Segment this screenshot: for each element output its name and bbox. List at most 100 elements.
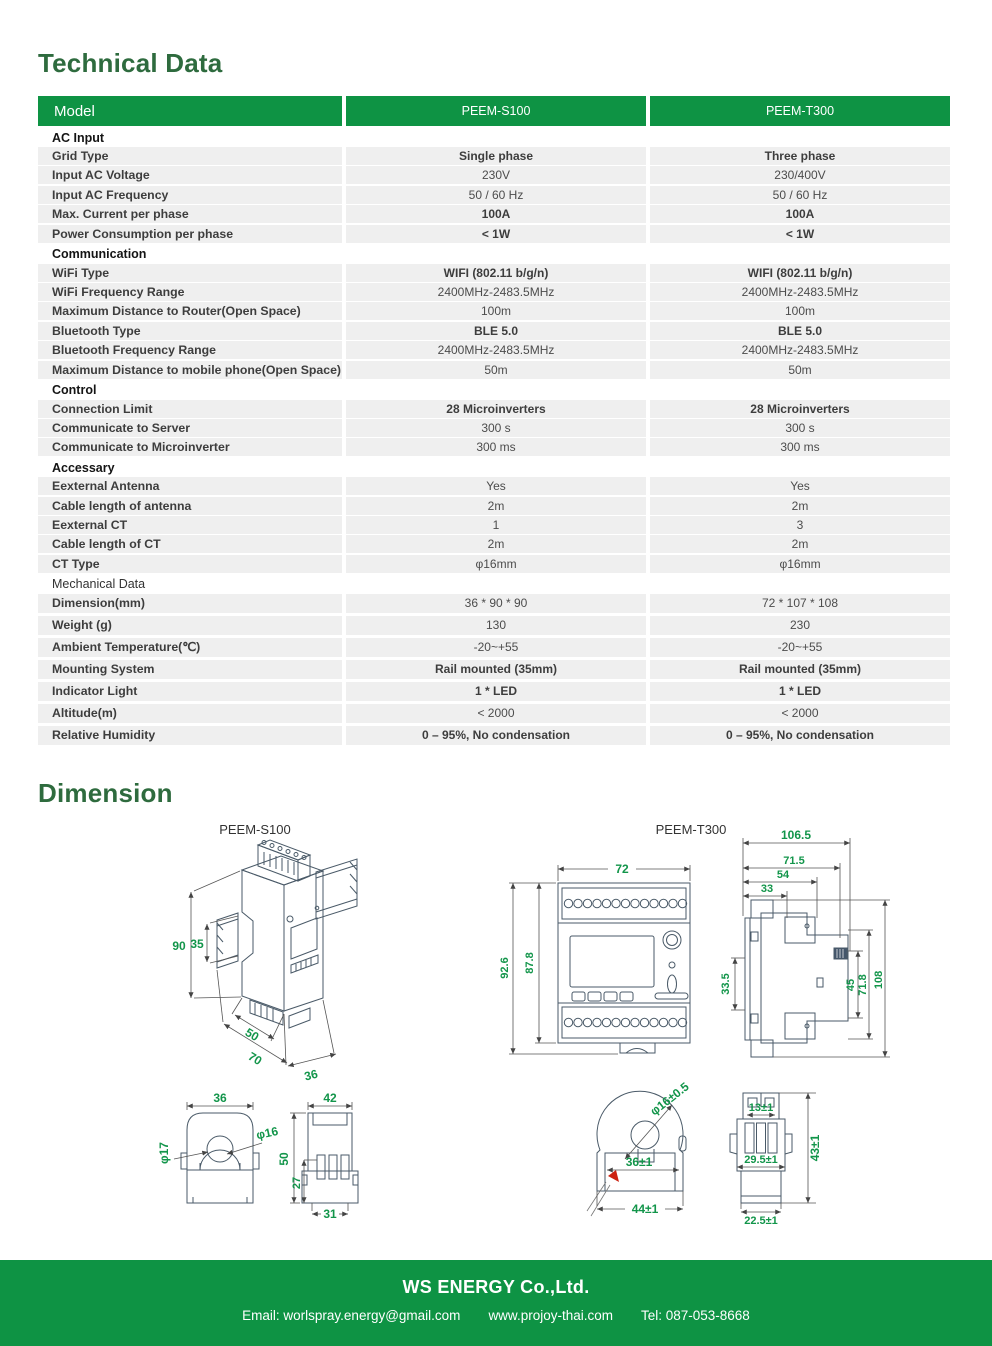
spec-table-header: Model PEEM-S100 PEEM-T300 [38, 96, 950, 126]
table-row: CT Type φ16mm φ16mm [38, 554, 950, 573]
ct-t300-dim-outer-width: 44±1 [632, 1202, 659, 1216]
table-row: Dimension(mm) 36 * 90 * 90 72 * 107 * 10… [38, 593, 950, 613]
spec-value-s100: 50m [346, 360, 646, 379]
footer-website: www.projoy-thai.com [488, 1308, 613, 1323]
spec-value-s100: 36 * 90 * 90 [346, 593, 646, 613]
t300-dim-d2: 54 [777, 869, 790, 881]
table-row: Eexternal CT 1 3 [38, 516, 950, 535]
spec-value-s100: 2400MHz-2483.5MHz [346, 282, 646, 301]
spec-value-s100: 50 / 60 Hz [346, 185, 646, 204]
technical-data-title: Technical Data [38, 48, 223, 78]
spec-value-t300: 50 / 60 Hz [650, 185, 950, 204]
spec-value-s100: 100m [346, 302, 646, 321]
company-name: WS ENERGY Co.,Ltd. [402, 1277, 590, 1297]
header-peem-s100: PEEM-S100 [346, 96, 646, 126]
s100-dim-width: 36 [303, 1067, 320, 1084]
section-title: Control [52, 383, 97, 398]
ct-wire-marker [608, 1170, 619, 1182]
t300-drawing-title: PEEM-T300 [656, 822, 727, 837]
spec-table: Model PEEM-S100 PEEM-T300 AC Input Grid … [38, 96, 950, 748]
spec-value-s100: 100A [346, 205, 646, 224]
t300-dim-d1: 71.5 [783, 855, 804, 867]
footer-tel: Tel: 087-053-8668 [640, 1308, 750, 1323]
spec-label: Maximum Distance to mobile phone(Open Sp… [38, 360, 342, 379]
spec-value-s100: 28 Microinverters [346, 399, 646, 418]
ct-s100-dim-hole1: φ17 [157, 1142, 171, 1164]
spec-value-t300: φ16mm [650, 554, 950, 573]
spec-label: Communicate to Server [38, 418, 342, 437]
table-row: Weight (g) 130 230 [38, 615, 950, 635]
table-row: Power Consumption per phase < 1W < 1W [38, 224, 950, 243]
spec-value-s100: 2m [346, 535, 646, 554]
s100-drawing-title: PEEM-S100 [219, 822, 291, 837]
spec-label: Altitude(m) [38, 703, 342, 723]
table-row: Bluetooth Type BLE 5.0 BLE 5.0 [38, 321, 950, 340]
ct-t300-drawing: φ16±0.5 36±1 44±1 13±1 29.5±1 22.5±1 43±… [586, 1079, 822, 1227]
table-row: Grid Type Single phase Three phase [38, 147, 950, 165]
spec-value-t300: BLE 5.0 [650, 321, 950, 340]
ct-t300-dim-top: 13±1 [749, 1102, 773, 1114]
spec-value-s100: -20~+55 [346, 637, 646, 657]
t300-dim-d3: 33 [761, 883, 773, 895]
ct-s100-drawing: 36 φ17 φ16 42 50 27 31 [157, 1091, 359, 1221]
spec-value-s100: 300 ms [346, 438, 646, 457]
table-row: Eexternal Antenna Yes Yes [38, 477, 950, 496]
footer-email: Email: worlspray.energy@gmail.com [242, 1308, 461, 1323]
spec-value-s100: Single phase [346, 147, 646, 165]
table-row: Cable length of antenna 2m 2m [38, 496, 950, 515]
spec-label: Dimension(mm) [38, 593, 342, 613]
section-title: Communication [52, 247, 147, 262]
spec-label: Connection Limit [38, 399, 342, 418]
spec-value-s100: 300 s [346, 418, 646, 437]
ct-t300-dim-middle: 29.5±1 [744, 1154, 778, 1166]
spec-value-t300: 230 [650, 615, 950, 635]
table-row: Mounting System Rail mounted (35mm) Rail… [38, 659, 950, 679]
spec-label: Bluetooth Frequency Range [38, 341, 342, 360]
spec-value-t300: 100A [650, 205, 950, 224]
spec-value-s100: < 1W [346, 224, 646, 243]
table-row: Maximum Distance to Router(Open Space) 1… [38, 302, 950, 321]
ct-t300-dim-height: 43±1 [808, 1134, 822, 1161]
t300-dim-total-depth: 106.5 [781, 828, 811, 842]
spec-label: Indicator Light [38, 681, 342, 701]
spec-value-t300: 230/400V [650, 166, 950, 185]
spec-value-s100: Rail mounted (35mm) [346, 659, 646, 679]
table-row: Bluetooth Frequency Range 2400MHz-2483.5… [38, 341, 950, 360]
spec-table-rows: AC Input Grid Type Single phase Three ph… [38, 128, 950, 745]
spec-value-t300: 50m [650, 360, 950, 379]
spec-label: Power Consumption per phase [38, 224, 342, 243]
section-title: Mechanical Data [52, 577, 146, 592]
table-row: Maximum Distance to mobile phone(Open Sp… [38, 360, 950, 379]
spec-label: Input AC Voltage [38, 166, 342, 185]
spec-value-t300: Yes [650, 477, 950, 496]
spec-value-t300: 0 – 95%, No condensation [650, 725, 950, 745]
spec-value-s100: 0 – 95%, No condensation [346, 725, 646, 745]
t300-dim-width: 72 [615, 862, 629, 876]
spec-value-s100: 2m [346, 496, 646, 515]
ct-s100-dim-side-width: 42 [323, 1091, 337, 1105]
spec-label: Bluetooth Type [38, 321, 342, 340]
spec-value-t300: 300 ms [650, 438, 950, 457]
spec-value-t300: 3 [650, 516, 950, 535]
table-row: Indicator Light 1 * LED 1 * LED [38, 681, 950, 701]
spec-label: Eexternal CT [38, 516, 342, 535]
spec-label: CT Type [38, 554, 342, 573]
table-row: Communicate to Microinverter 300 ms 300 … [38, 438, 950, 457]
spec-value-t300: 300 s [650, 418, 950, 437]
spec-value-s100: 2400MHz-2483.5MHz [346, 341, 646, 360]
ct-s100-dim-side-height: 50 [277, 1152, 291, 1166]
spec-label: Grid Type [38, 147, 342, 165]
spec-label: Max. Current per phase [38, 205, 342, 224]
spec-value-t300: Rail mounted (35mm) [650, 659, 950, 679]
s100-dim-window: 35 [190, 937, 204, 951]
t300-dim-rail: 33.5 [720, 973, 732, 994]
spec-value-s100: 1 [346, 516, 646, 535]
spec-label: Cable length of antenna [38, 496, 342, 515]
dimension-title: Dimension [38, 778, 173, 808]
spec-value-t300: < 1W [650, 224, 950, 243]
table-row: Altitude(m) < 2000 < 2000 [38, 703, 950, 723]
spec-value-t300: WIFI (802.11 b/g/n) [650, 263, 950, 282]
spec-label: Cable length of CT [38, 535, 342, 554]
spec-value-t300: 2400MHz-2483.5MHz [650, 341, 950, 360]
spec-value-t300: < 2000 [650, 703, 950, 723]
